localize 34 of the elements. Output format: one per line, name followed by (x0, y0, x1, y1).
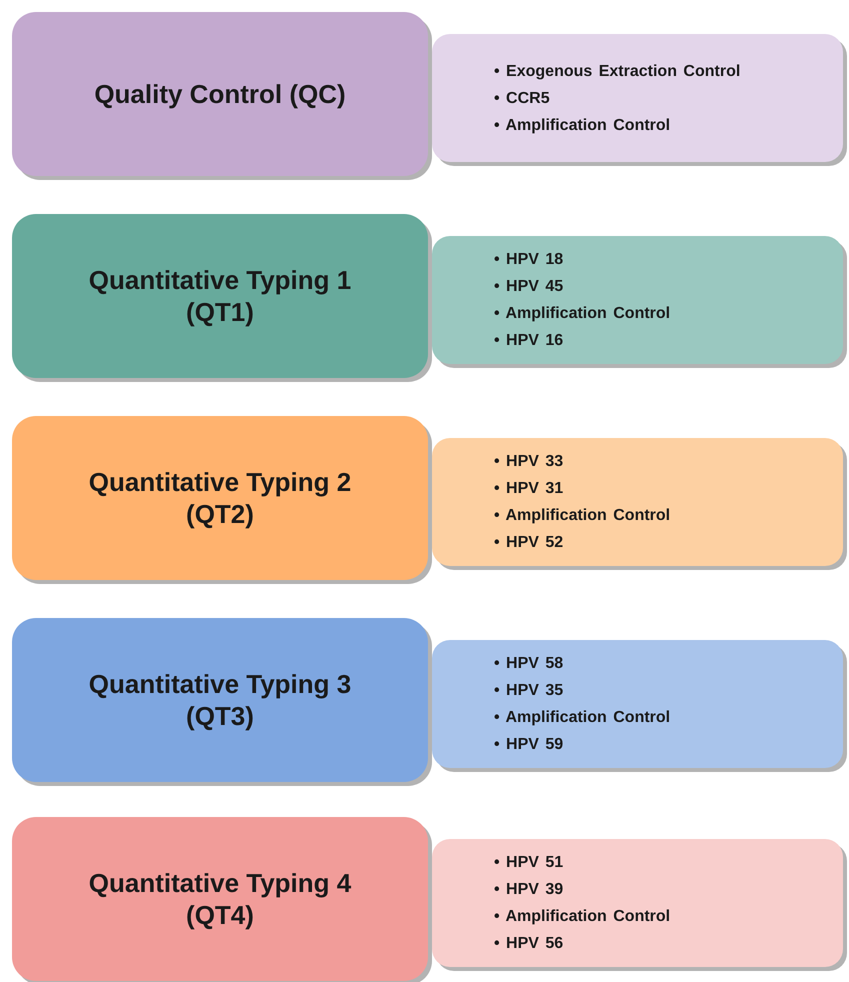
list-item: • HPV 39 (494, 880, 564, 900)
list-item: • Amplification Control (494, 708, 670, 728)
category-box (12, 817, 428, 981)
list-item: • HPV 59 (494, 735, 564, 755)
list-item: • HPV 51 (494, 853, 564, 873)
list-item: • HPV 52 (494, 533, 564, 553)
category-box (12, 618, 428, 782)
category-title: Quantitative Typing 3 (QT3) (88, 668, 352, 732)
list-item: • HPV 16 (494, 331, 564, 351)
category-box (12, 12, 428, 176)
list-item: • HPV 33 (494, 452, 564, 472)
list-item: • HPV 56 (494, 934, 564, 954)
target-list-box (432, 236, 843, 364)
category-box (12, 214, 428, 378)
list-item: • Amplification Control (494, 304, 670, 324)
list-item: • Amplification Control (494, 907, 670, 927)
list-item: • Amplification Control (494, 116, 670, 136)
target-list-box (432, 640, 843, 768)
target-list-box (432, 839, 843, 967)
category-title: Quantitative Typing 2 (QT2) (88, 466, 352, 530)
target-list-box (432, 438, 843, 566)
category-title: Quantitative Typing 4 (QT4) (88, 867, 352, 931)
list-item: • HPV 35 (494, 681, 564, 701)
list-item: • HPV 31 (494, 479, 564, 499)
category-box (12, 416, 428, 580)
list-item: • Exogenous Extraction Control (494, 62, 740, 82)
list-item: • HPV 18 (494, 250, 564, 270)
list-item: • CCR5 (494, 88, 550, 108)
list-item: • HPV 58 (494, 654, 564, 674)
list-item: • HPV 45 (494, 277, 564, 297)
category-title: Quality Control (QC) (93, 78, 347, 110)
list-item: • Amplification Control (494, 506, 670, 526)
category-title: Quantitative Typing 1 (QT1) (88, 264, 352, 328)
target-list-box (432, 34, 843, 162)
